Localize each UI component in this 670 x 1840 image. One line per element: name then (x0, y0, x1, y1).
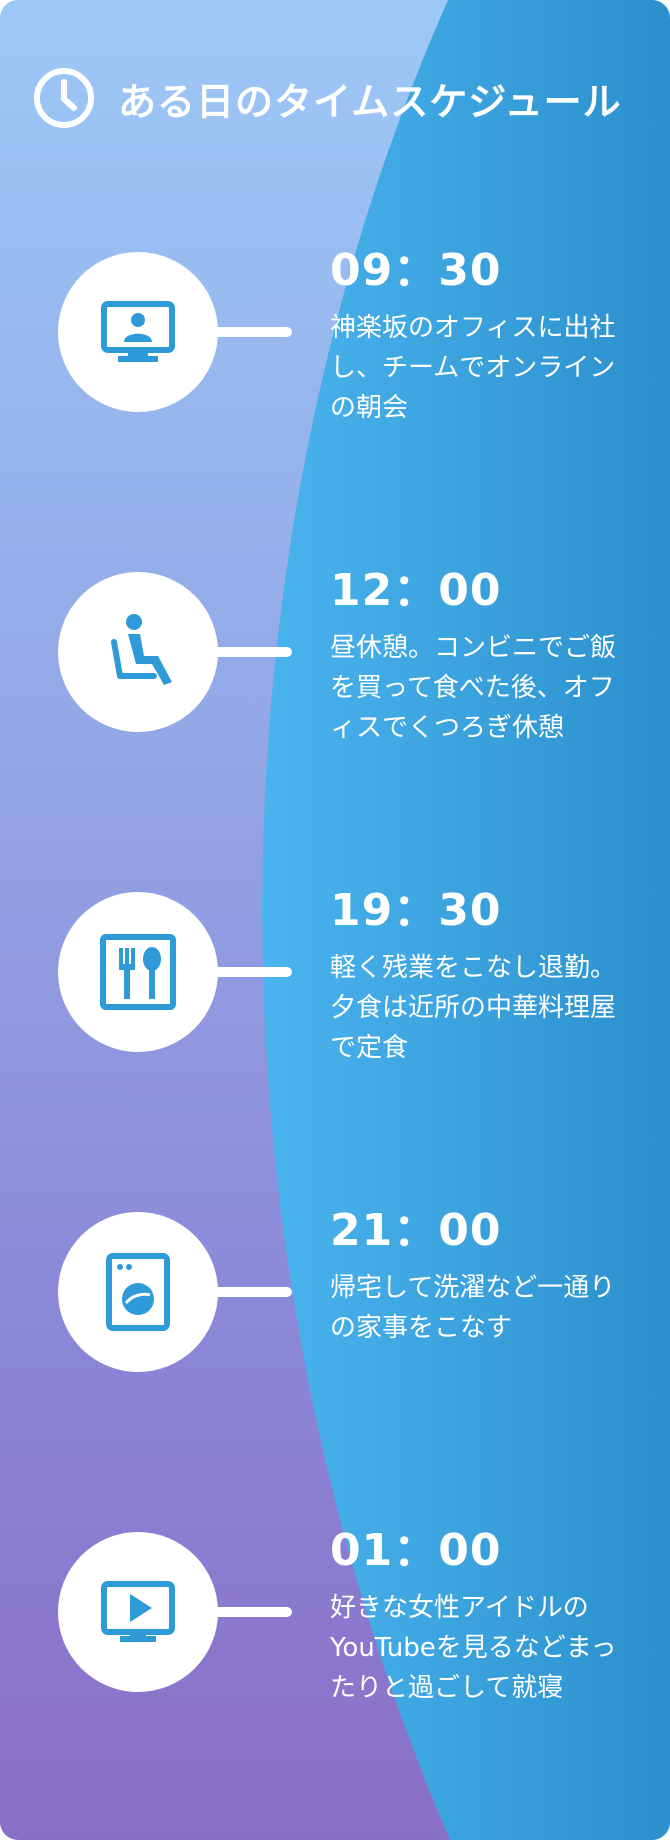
schedule-item: 01：00 好きな女性アイドルのYouTubeを見るなどまったりと過ごして就寝 (0, 1525, 670, 1792)
icon-badge (58, 1532, 218, 1692)
time-label: 12：00 (330, 565, 502, 616)
page-title: ある日のタイムスケジュール (118, 79, 622, 124)
fork-spoon-icon (100, 934, 176, 1010)
header: ある日のタイムスケジュール (32, 66, 622, 130)
monitor-person-icon (101, 301, 175, 362)
icon-badge (58, 252, 218, 412)
description-text: 帰宅して洗濯など一通りの家事をこなす (330, 1273, 616, 1343)
connector-line (214, 1607, 292, 1617)
description-text: 神楽坂のオフィスに出社し、チームでオンラインの朝会 (330, 313, 616, 423)
schedule-item: 21：00 帰宅して洗濯など一通りの家事をこなす (0, 1205, 670, 1472)
person-seated-icon (111, 614, 172, 685)
time-label: 09：30 (330, 245, 502, 296)
schedule-item: 09：30 神楽坂のオフィスに出社し、チームでオンラインの朝会 (0, 245, 670, 512)
washing-machine-icon (106, 1253, 170, 1331)
description-text: 軽く残業をこなし退勤。夕食は近所の中華料理屋で定食 (330, 953, 617, 1063)
icon-badge (58, 572, 218, 732)
time-label: 21：00 (330, 1205, 502, 1256)
description-text: 好きな女性アイドルのYouTubeを見るなどまったりと過ごして就寝 (330, 1593, 617, 1703)
connector-line (214, 967, 292, 977)
description-text: 昼休憩。コンビニでご飯を買って食べた後、オフィスでくつろぎ休憩 (330, 633, 617, 743)
icon-badge (58, 892, 218, 1052)
schedule-item: 19：30 軽く残業をこなし退勤。夕食は近所の中華料理屋で定食 (0, 885, 670, 1152)
time-label: 01：00 (330, 1525, 502, 1576)
schedule-item: 12：00 昼休憩。コンビニでご飯を買って食べた後、オフィスでくつろぎ休憩 (0, 565, 670, 832)
connector-line (214, 647, 292, 657)
video-play-icon (101, 1581, 175, 1642)
connector-line (214, 1287, 292, 1297)
clock-icon (34, 68, 94, 128)
connector-line (214, 327, 292, 337)
icon-badge (58, 1212, 218, 1372)
time-label: 19：30 (330, 885, 502, 936)
